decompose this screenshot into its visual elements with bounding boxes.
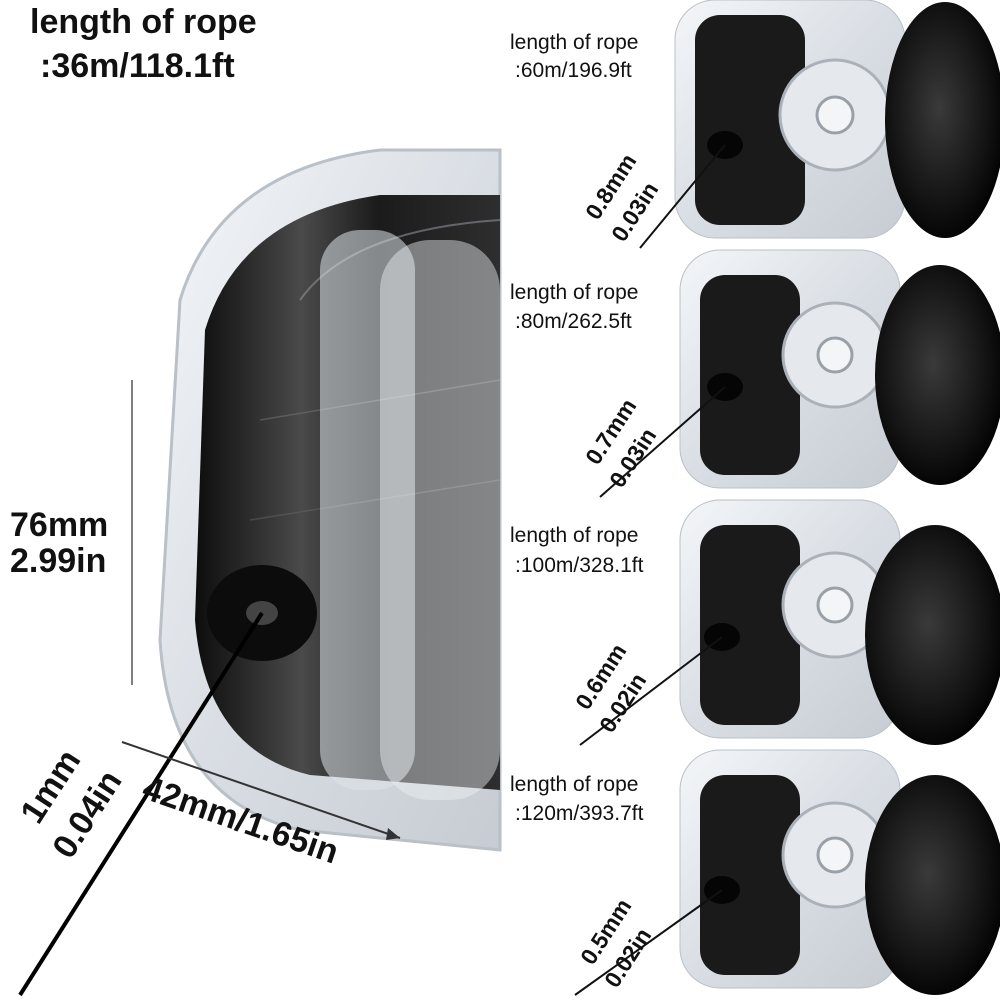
variant-spool-3: [579, 499, 1000, 746]
variant-spool-4: [574, 749, 1000, 996]
variant-3-title: length of rope: [510, 524, 639, 547]
variant-4-length: :120m/393.7ft: [515, 802, 644, 825]
variant-2-title: length of rope: [510, 281, 639, 304]
width-dimension-line: [121, 741, 401, 839]
main-height-in: 2.99in: [10, 542, 107, 580]
main-height-mm: 76mm: [10, 506, 109, 544]
main-spool: [18, 148, 502, 997]
variant-4-title: length of rope: [510, 773, 639, 796]
main-rope-length: :36m/118.1ft: [40, 47, 235, 85]
variant-1-length: :60m/196.9ft: [515, 59, 632, 82]
main-rope-title: length of rope: [30, 3, 257, 41]
variant-3-length: :100m/328.1ft: [515, 554, 644, 577]
variant-1-title: length of rope: [510, 31, 639, 54]
variant-spool-2: [599, 249, 1000, 498]
variant-spool-1: [639, 0, 1000, 249]
variant-2-length: :80m/262.5ft: [515, 310, 632, 333]
